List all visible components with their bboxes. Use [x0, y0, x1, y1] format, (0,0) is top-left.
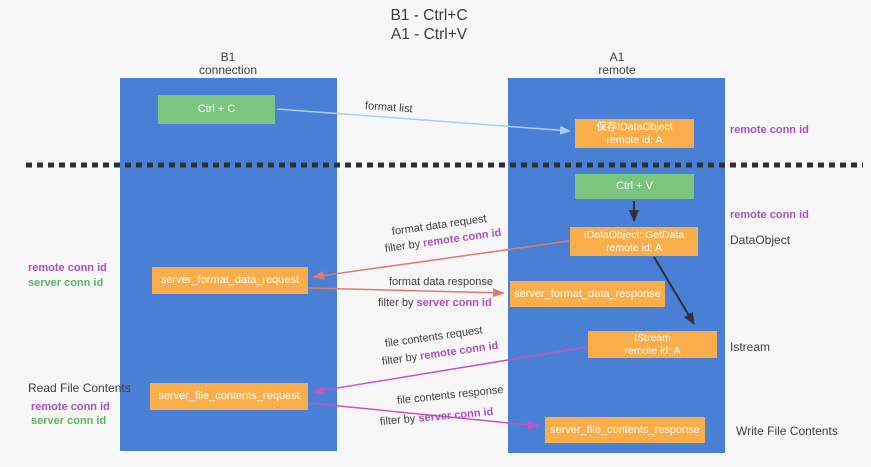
filter-by-server-conn-id-label-2: filter by server conn id [379, 406, 493, 428]
istream-node: IStream remote id: A [588, 331, 717, 358]
ctrl-v-node: Ctrl + V [575, 174, 694, 199]
file-contents-response-label: file contents response [396, 383, 505, 407]
left-column-role: connection [198, 63, 258, 77]
title-line-2: A1 - Ctrl+V [390, 26, 468, 43]
remote-conn-id-annotation-top: remote conn id [730, 124, 809, 136]
left-column-name: B1 [220, 50, 236, 64]
server-conn-id-highlight: server conn id [416, 297, 492, 309]
format-list-label: format list [364, 100, 413, 116]
getdata-node: IDataObject::GetData remote id: A [570, 227, 698, 256]
filter-by-server-conn-id-label-1: filter by server conn id [378, 297, 492, 309]
server-format-data-response-node: server_format_data_response [510, 281, 665, 307]
istream-line1: IStream [634, 332, 671, 344]
filter-by-prefix: filter by [381, 350, 421, 368]
left-server-conn-id-annotation-1: server conn id [28, 277, 104, 289]
server-format-data-request-node: server_format_data_request [152, 267, 308, 294]
server-file-contents-response-label: server_file_contents_response [550, 423, 700, 436]
server-file-contents-request-node: server_file_contents_request [150, 383, 308, 410]
ctrl-c-label: Ctrl + C [197, 103, 236, 115]
title-line-1: B1 - Ctrl+C [390, 7, 468, 24]
ctrl-c-node: Ctrl + C [158, 95, 275, 124]
getdata-line1: IDataObject::GetData [583, 229, 685, 241]
remote-conn-id-annotation-mid: remote conn id [730, 209, 809, 221]
left-remote-conn-id-annotation-1: remote conn id [28, 262, 107, 274]
save-dataobject-line2: remote id: A [606, 133, 663, 146]
dataobject-annotation: DataObject [730, 233, 791, 247]
istream-line2: remote id: A [624, 344, 681, 357]
save-dataobject-node: 保存IDataObject remote id: A [575, 119, 694, 148]
server-format-data-response-label: server_format_data_response [514, 287, 661, 300]
write-file-contents-annotation: Write File Contents [736, 424, 838, 438]
istream-annotation: Istream [730, 340, 771, 354]
right-column-role: remote [598, 63, 636, 77]
filter-by-prefix: filter by [378, 297, 417, 309]
read-file-contents-annotation: Read File Contents [28, 381, 131, 395]
left-server-conn-id-annotation-2: server conn id [31, 415, 107, 427]
getdata-line2: remote id: A [605, 241, 663, 254]
server-format-data-request-label: server_format_data_request [160, 274, 300, 286]
filter-by-prefix: filter by [384, 237, 424, 255]
left-column-header: B1 connection [158, 51, 298, 77]
diagram-title: B1 - Ctrl+C A1 - Ctrl+V [0, 6, 858, 44]
right-column-name: A1 [609, 50, 625, 64]
left-remote-conn-id-annotation-2: remote conn id [31, 401, 110, 413]
server-conn-id-highlight: server conn id [417, 406, 494, 425]
right-column-header: A1 remote [547, 51, 687, 77]
server-file-contents-response-node: server_file_contents_response [545, 417, 705, 443]
save-dataobject-line1: 保存IDataObject [596, 121, 673, 133]
format-data-response-label: format data response [389, 276, 493, 288]
ctrl-v-label: Ctrl + V [616, 180, 653, 192]
server-file-contents-request-label: server_file_contents_request [158, 390, 300, 402]
filter-by-prefix: filter by [379, 412, 419, 428]
format-data-response-arrow [308, 287, 505, 298]
